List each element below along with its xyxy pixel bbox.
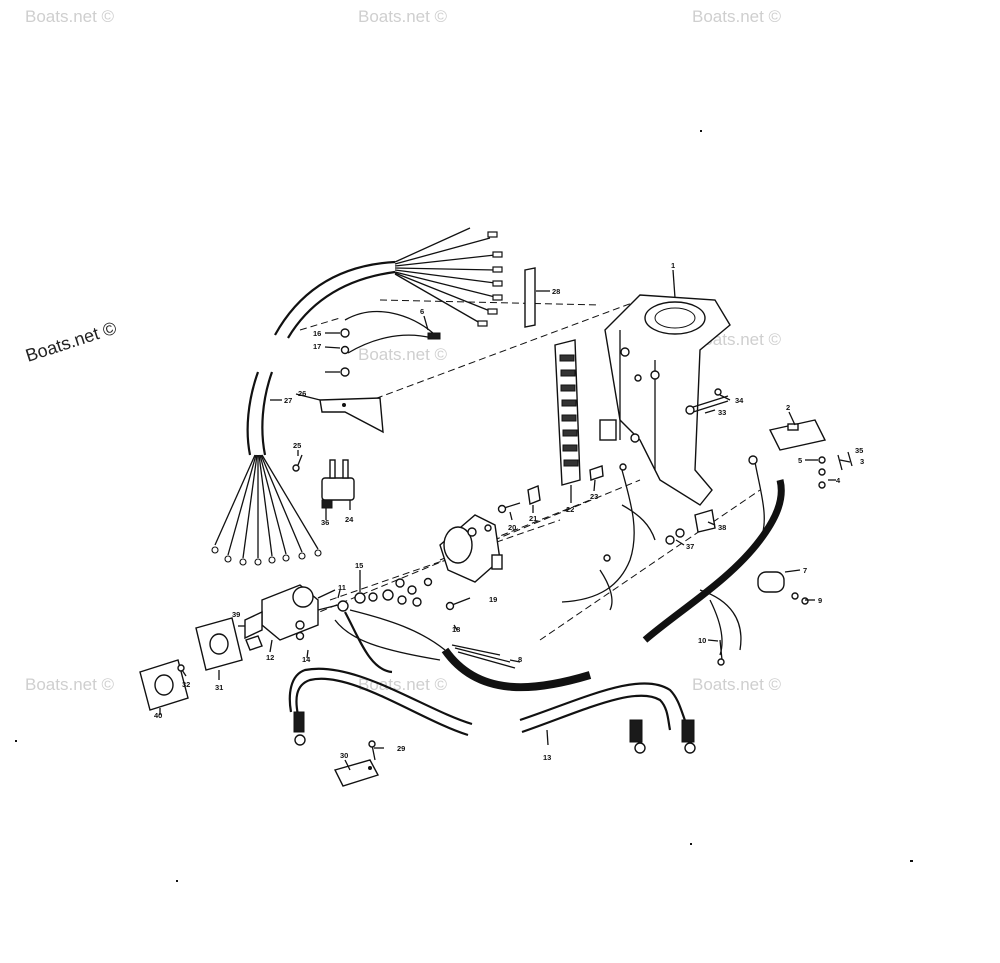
watermark-faded: Boats.net © <box>25 675 115 694</box>
scan-specks <box>15 130 913 882</box>
callout-27: 27 <box>284 396 292 405</box>
callout-30: 30 <box>340 751 348 760</box>
lead-wire-6 <box>340 310 441 377</box>
watermark-faded: Boats.net © <box>358 7 448 26</box>
battery-cable-13-left <box>288 667 473 746</box>
callout-8: 8 <box>518 655 522 664</box>
callout-22: 22 <box>566 505 574 514</box>
screw-18 <box>445 597 471 611</box>
callout-9: 9 <box>818 596 822 605</box>
clip-38 <box>694 509 716 533</box>
ignition-switch-12 <box>238 584 339 641</box>
callout-35: 35 <box>855 446 863 455</box>
callout-23: 23 <box>590 492 598 501</box>
callout-21: 21 <box>529 514 537 523</box>
callout-34: 34 <box>735 396 744 405</box>
watermark-faded: Boats.net © <box>358 345 448 364</box>
bracket-26 <box>319 397 384 434</box>
callout-29: 29 <box>397 744 405 753</box>
callout-20: 20 <box>508 523 516 532</box>
callout-leaders <box>159 269 851 771</box>
clip-23 <box>589 465 604 481</box>
cable-lead-15 <box>337 600 393 674</box>
mounting-bracket-1 <box>599 294 731 506</box>
key-29 <box>245 635 263 651</box>
callout-11: 11 <box>338 583 346 592</box>
callout-labels: 1 2 3 4 5 6 7 8 9 10 11 12 13 14 15 16 1… <box>154 261 864 762</box>
callout-19: 19 <box>489 595 497 604</box>
loose-wires <box>561 463 656 611</box>
callout-39: 39 <box>232 610 240 619</box>
wire-harness-lower <box>211 371 322 566</box>
callout-31: 31 <box>215 683 223 692</box>
mounting-plate-31 <box>195 617 243 671</box>
callout-32: 32 <box>182 680 190 689</box>
solenoid-19 <box>439 514 503 583</box>
circuit-breaker-24 <box>321 459 355 509</box>
callout-2: 2 <box>786 403 790 412</box>
terminal-block-22 <box>554 339 581 486</box>
callout-28: 28 <box>552 287 560 296</box>
bolt-33 <box>685 388 729 415</box>
callout-18: 18 <box>452 625 460 634</box>
callout-16: 16 <box>313 329 321 338</box>
callout-24: 24 <box>345 515 354 524</box>
callout-7: 7 <box>803 566 807 575</box>
mounting-plate-40 <box>139 659 189 711</box>
screw-10 <box>717 639 725 666</box>
wire-harness-right <box>642 455 785 656</box>
callout-3: 3 <box>860 457 864 466</box>
callout-6: 6 <box>420 307 424 316</box>
switch-2 <box>768 419 827 451</box>
cover-30 <box>333 740 380 787</box>
watermark-faded: Boats.net © <box>358 675 448 694</box>
battery-cable-13-right <box>519 682 696 754</box>
wire-harness-upper <box>274 227 503 339</box>
callout-33: 33 <box>718 408 726 417</box>
callout-5: 5 <box>798 456 802 465</box>
callout-26: 26 <box>298 389 306 398</box>
wire-bundle-center <box>334 609 592 692</box>
watermark-faded: Boats.net © <box>25 7 115 26</box>
callout-1: 1 <box>671 261 675 270</box>
callout-37: 37 <box>686 542 694 551</box>
nut-washer-stack <box>295 577 433 641</box>
callout-4: 4 <box>836 476 841 485</box>
callout-38: 38 <box>718 523 726 532</box>
callout-25: 25 <box>293 441 301 450</box>
callout-17: 17 <box>313 342 321 351</box>
screw-37 <box>665 528 685 545</box>
decal-28 <box>524 267 536 328</box>
callout-10: 10 <box>698 636 706 645</box>
screw-20-21 <box>497 485 541 514</box>
callout-40: 40 <box>154 711 162 720</box>
callout-36: 36 <box>321 518 329 527</box>
watermark-primary: Boats.net © <box>23 318 119 366</box>
screw-32 <box>177 664 185 672</box>
callout-12: 12 <box>266 653 274 662</box>
watermark-faded: Boats.net © <box>692 7 782 26</box>
screw-25 <box>292 454 303 472</box>
capacitor-7 <box>757 571 809 605</box>
callout-13: 13 <box>543 753 551 762</box>
watermark-faded: Boats.net © <box>692 675 782 694</box>
callout-14: 14 <box>302 655 311 664</box>
fasteners-3-4-5-35 <box>818 451 853 489</box>
callout-15: 15 <box>355 561 363 570</box>
